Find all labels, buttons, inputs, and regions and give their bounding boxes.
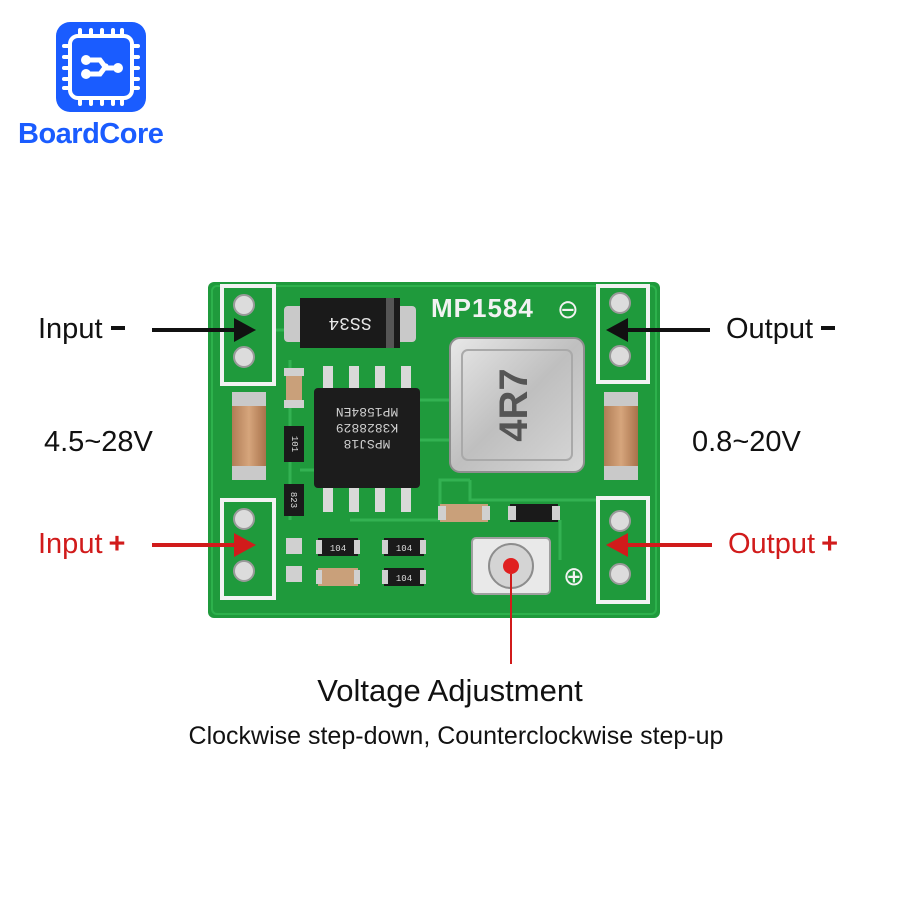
ic-line-3: MPSJ18 xyxy=(344,436,391,451)
minus-symbol: ⊖ xyxy=(557,295,579,325)
brand-logo: BoardCore xyxy=(18,22,178,152)
inductor-label: 4R7 xyxy=(492,368,536,441)
plus-symbol: ⊕ xyxy=(563,562,585,592)
output-minus-label: Output xyxy=(726,315,836,344)
output-plus-arrow xyxy=(606,533,712,557)
chip-logo-icon xyxy=(56,22,146,112)
input-minus-arrow xyxy=(152,318,256,342)
input-capacitor xyxy=(232,406,266,466)
ic-line-1: MP1584EN xyxy=(336,404,398,419)
input-voltage-range: 4.5~28V xyxy=(44,426,153,458)
chip-silkscreen: MP1584 xyxy=(431,293,534,323)
ic-mp1584en xyxy=(314,388,420,488)
diode-label: SS34 xyxy=(328,312,371,332)
resistor-label-104-a: 104 xyxy=(330,544,346,554)
resistor-label-104-c: 104 xyxy=(396,574,412,584)
output-voltage-range: 0.8~20V xyxy=(692,426,801,458)
adjustment-point xyxy=(503,558,519,574)
brand-name: BoardCore xyxy=(18,118,164,150)
output-minus-arrow xyxy=(606,318,710,342)
voltage-adjustment-title: Voltage Adjustment xyxy=(317,673,583,708)
minus-sign xyxy=(821,326,836,331)
inductor-4r7 xyxy=(449,337,585,473)
output-capacitor xyxy=(604,406,638,466)
input-plus-label: Input+ xyxy=(38,528,126,560)
resistor-label-101: 101 xyxy=(289,436,299,452)
voltage-adjustment-subtitle: Clockwise step-down, Counterclockwise st… xyxy=(188,722,724,750)
minus-sign xyxy=(110,326,125,331)
input-minus-label: Input xyxy=(38,315,125,344)
input-plus-arrow xyxy=(152,533,256,557)
output-plus-label: Output+ xyxy=(728,528,838,560)
ic-line-2: K3828829 xyxy=(336,420,398,435)
resistor-label-823: 823 xyxy=(288,492,298,508)
resistor-label-104-b: 104 xyxy=(396,544,412,554)
diode-ss34 xyxy=(300,298,400,348)
